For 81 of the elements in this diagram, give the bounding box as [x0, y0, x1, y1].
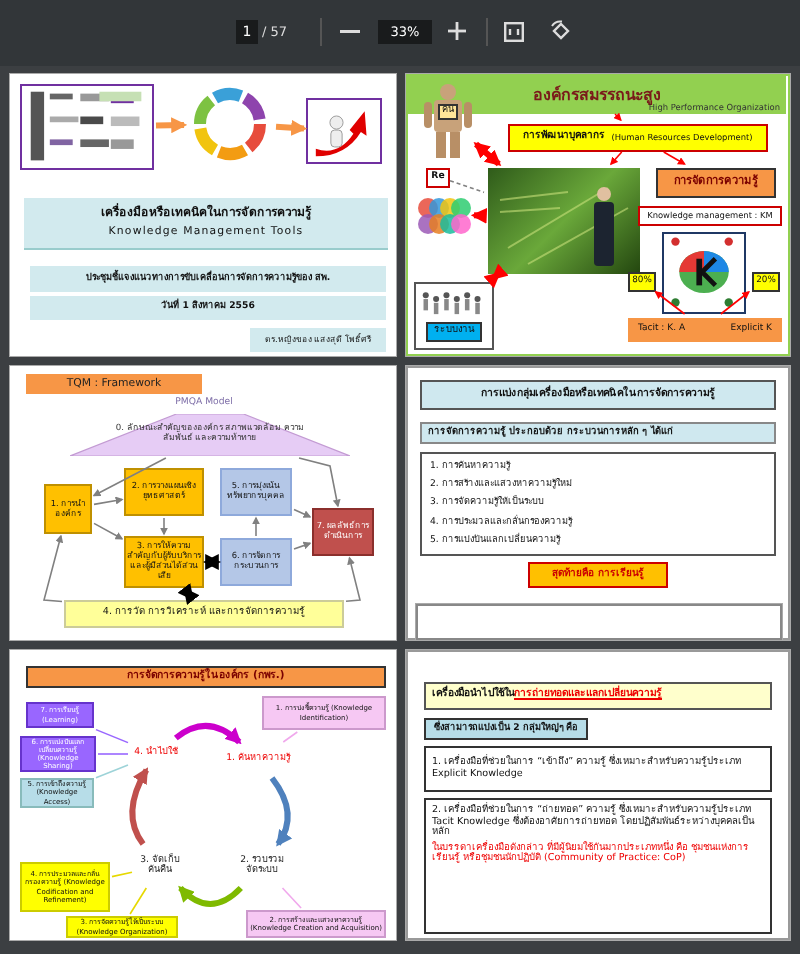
callout-box	[262, 696, 386, 730]
category-box	[44, 484, 92, 534]
title-banner	[408, 76, 786, 114]
heading-tab	[26, 374, 202, 394]
arrow	[654, 291, 686, 315]
heading-box	[26, 666, 386, 688]
banner-box	[656, 168, 776, 198]
leader-line	[449, 180, 485, 194]
callout-box	[246, 910, 386, 938]
callout-box	[20, 736, 96, 772]
slide-panel	[10, 74, 396, 356]
category-box	[312, 508, 374, 556]
callout-box	[20, 862, 110, 912]
callout-box	[26, 702, 94, 728]
leader-line	[95, 728, 129, 744]
knowledge-figure-picture	[662, 232, 746, 314]
title-banner	[24, 198, 388, 250]
leader-line	[111, 871, 133, 878]
arrow	[293, 541, 312, 550]
curved-arrow	[129, 767, 149, 846]
note-box	[416, 604, 782, 640]
colorful-brain-picture	[414, 192, 474, 240]
people-group-picture	[414, 282, 494, 350]
arrow	[345, 556, 361, 603]
arrow	[613, 112, 622, 122]
text-box	[424, 798, 772, 934]
author-bar	[250, 328, 386, 352]
title-text: องค์กรสมรรถนะสูง	[533, 85, 661, 105]
arrow	[93, 522, 124, 540]
curved-arrow	[178, 885, 243, 907]
arrow	[160, 517, 168, 536]
heading-box	[420, 380, 776, 410]
word-cloud-picture	[20, 84, 154, 170]
category-box	[220, 468, 292, 516]
category-box	[64, 600, 344, 628]
arrow	[483, 263, 509, 289]
arrow	[275, 119, 308, 136]
leader-line	[129, 887, 148, 915]
leader-line	[281, 887, 302, 909]
photo-placeholder	[488, 168, 640, 274]
arrow	[473, 141, 502, 167]
subtitle-bar	[30, 266, 386, 292]
subheading-box	[424, 718, 588, 740]
slide-panel	[406, 366, 790, 640]
list-box	[420, 452, 776, 556]
arrow	[202, 554, 222, 570]
arrow	[155, 117, 188, 134]
banner-box	[508, 124, 768, 152]
arrow	[298, 457, 341, 508]
curved-arrow	[174, 723, 242, 745]
slide-panel	[10, 650, 396, 940]
leader-line	[97, 753, 129, 755]
slide-panel	[406, 650, 790, 940]
heading-box	[424, 682, 772, 710]
subheading-box	[420, 422, 776, 444]
text-box	[424, 746, 772, 792]
date-bar	[30, 296, 386, 320]
knowledge-bar	[628, 318, 782, 342]
leader-line	[95, 764, 129, 779]
slide-panel	[406, 74, 790, 356]
arrow	[43, 534, 64, 603]
arrow	[93, 496, 124, 506]
arrow	[177, 583, 200, 605]
growth-arrow-picture	[306, 98, 382, 164]
slide-panel	[10, 366, 396, 640]
leader-line	[282, 731, 299, 743]
arrow	[252, 516, 260, 537]
arrow	[293, 508, 312, 518]
highlight-box	[528, 562, 668, 588]
trapezoid-shape	[70, 414, 350, 456]
arrow	[92, 457, 167, 497]
callout-box	[66, 916, 178, 938]
arrow	[470, 207, 488, 224]
arrow	[662, 151, 686, 165]
arrow	[609, 151, 623, 166]
curved-arrow	[269, 776, 292, 847]
label-box	[638, 206, 782, 226]
arrow	[720, 291, 750, 315]
category-box	[124, 468, 204, 516]
category-box	[220, 538, 292, 586]
label-box	[426, 168, 450, 188]
